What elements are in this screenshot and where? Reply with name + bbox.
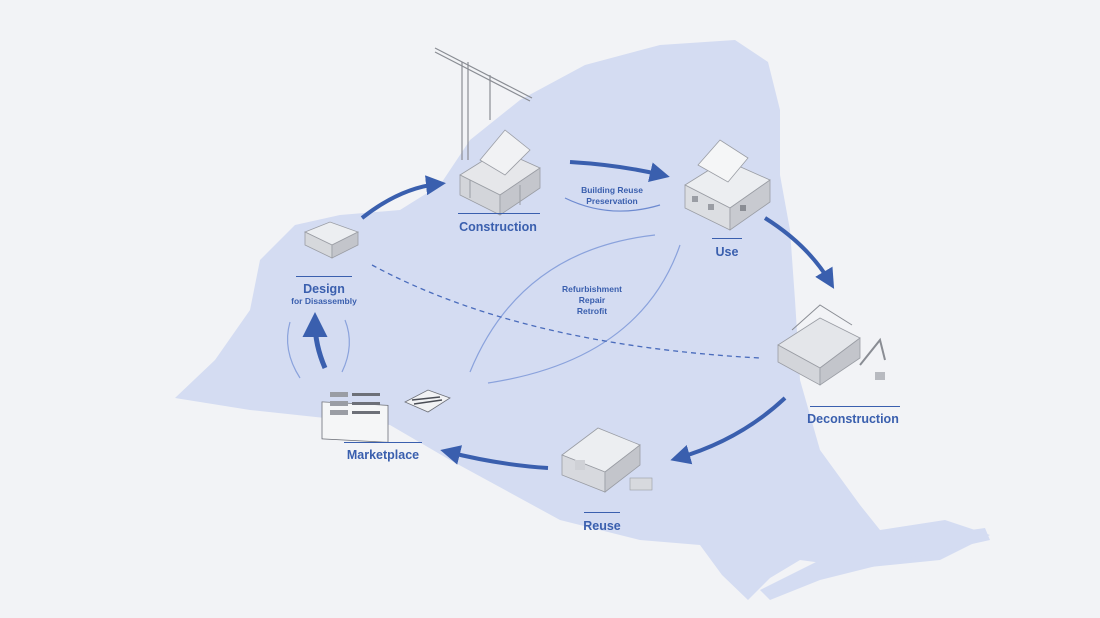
arrow-marketplace-to-design xyxy=(302,312,328,369)
marketplace-label: Marketplace xyxy=(346,448,420,462)
house-icon xyxy=(684,139,771,231)
construction-building-icon xyxy=(459,129,541,216)
warehouse-icon xyxy=(561,427,653,493)
refurbishment-arc-left xyxy=(469,234,656,373)
crane-icon xyxy=(434,47,533,160)
use-label: Use xyxy=(715,245,739,259)
deconstruction-label: Deconstruction xyxy=(807,412,899,426)
reuse-label: Reuse xyxy=(583,519,621,533)
arrow-deconstruction-to-reuse xyxy=(670,396,787,465)
deconstruction-underline xyxy=(810,406,900,407)
retrofit-label: Retrofit xyxy=(576,306,608,316)
construction-label: Construction xyxy=(459,220,537,234)
marketplace-screens-icon xyxy=(321,389,451,443)
deconstruction-building-icon xyxy=(777,304,886,386)
building-reuse-arc xyxy=(564,197,661,212)
preservation-label: Preservation xyxy=(586,196,638,206)
design-desk-icon xyxy=(304,221,360,259)
design-underline xyxy=(296,276,352,277)
marketplace-underline xyxy=(344,442,422,443)
design-bracket-right xyxy=(341,319,350,373)
building-reuse-label: Building Reuse xyxy=(581,185,643,195)
use-underline xyxy=(712,238,742,239)
repair-label: Repair xyxy=(578,295,606,305)
map-shape xyxy=(175,40,990,600)
arrow-use-to-deconstruction xyxy=(763,216,835,289)
design-bracket-left xyxy=(287,321,301,379)
reuse-underline xyxy=(584,512,620,513)
map-island xyxy=(760,528,990,600)
construction-underline xyxy=(458,213,540,214)
design-sub-label: for Disassembly xyxy=(291,296,357,306)
arrow-construction-to-use xyxy=(569,160,670,182)
design-label: Design xyxy=(303,282,345,296)
dashed-return-line xyxy=(371,264,761,359)
arrow-design-to-construction xyxy=(360,175,446,220)
arrow-reuse-to-marketplace xyxy=(440,445,549,470)
refurbishment-arc-right xyxy=(487,244,681,384)
refurbishment-label: Refurbishment xyxy=(562,284,622,294)
